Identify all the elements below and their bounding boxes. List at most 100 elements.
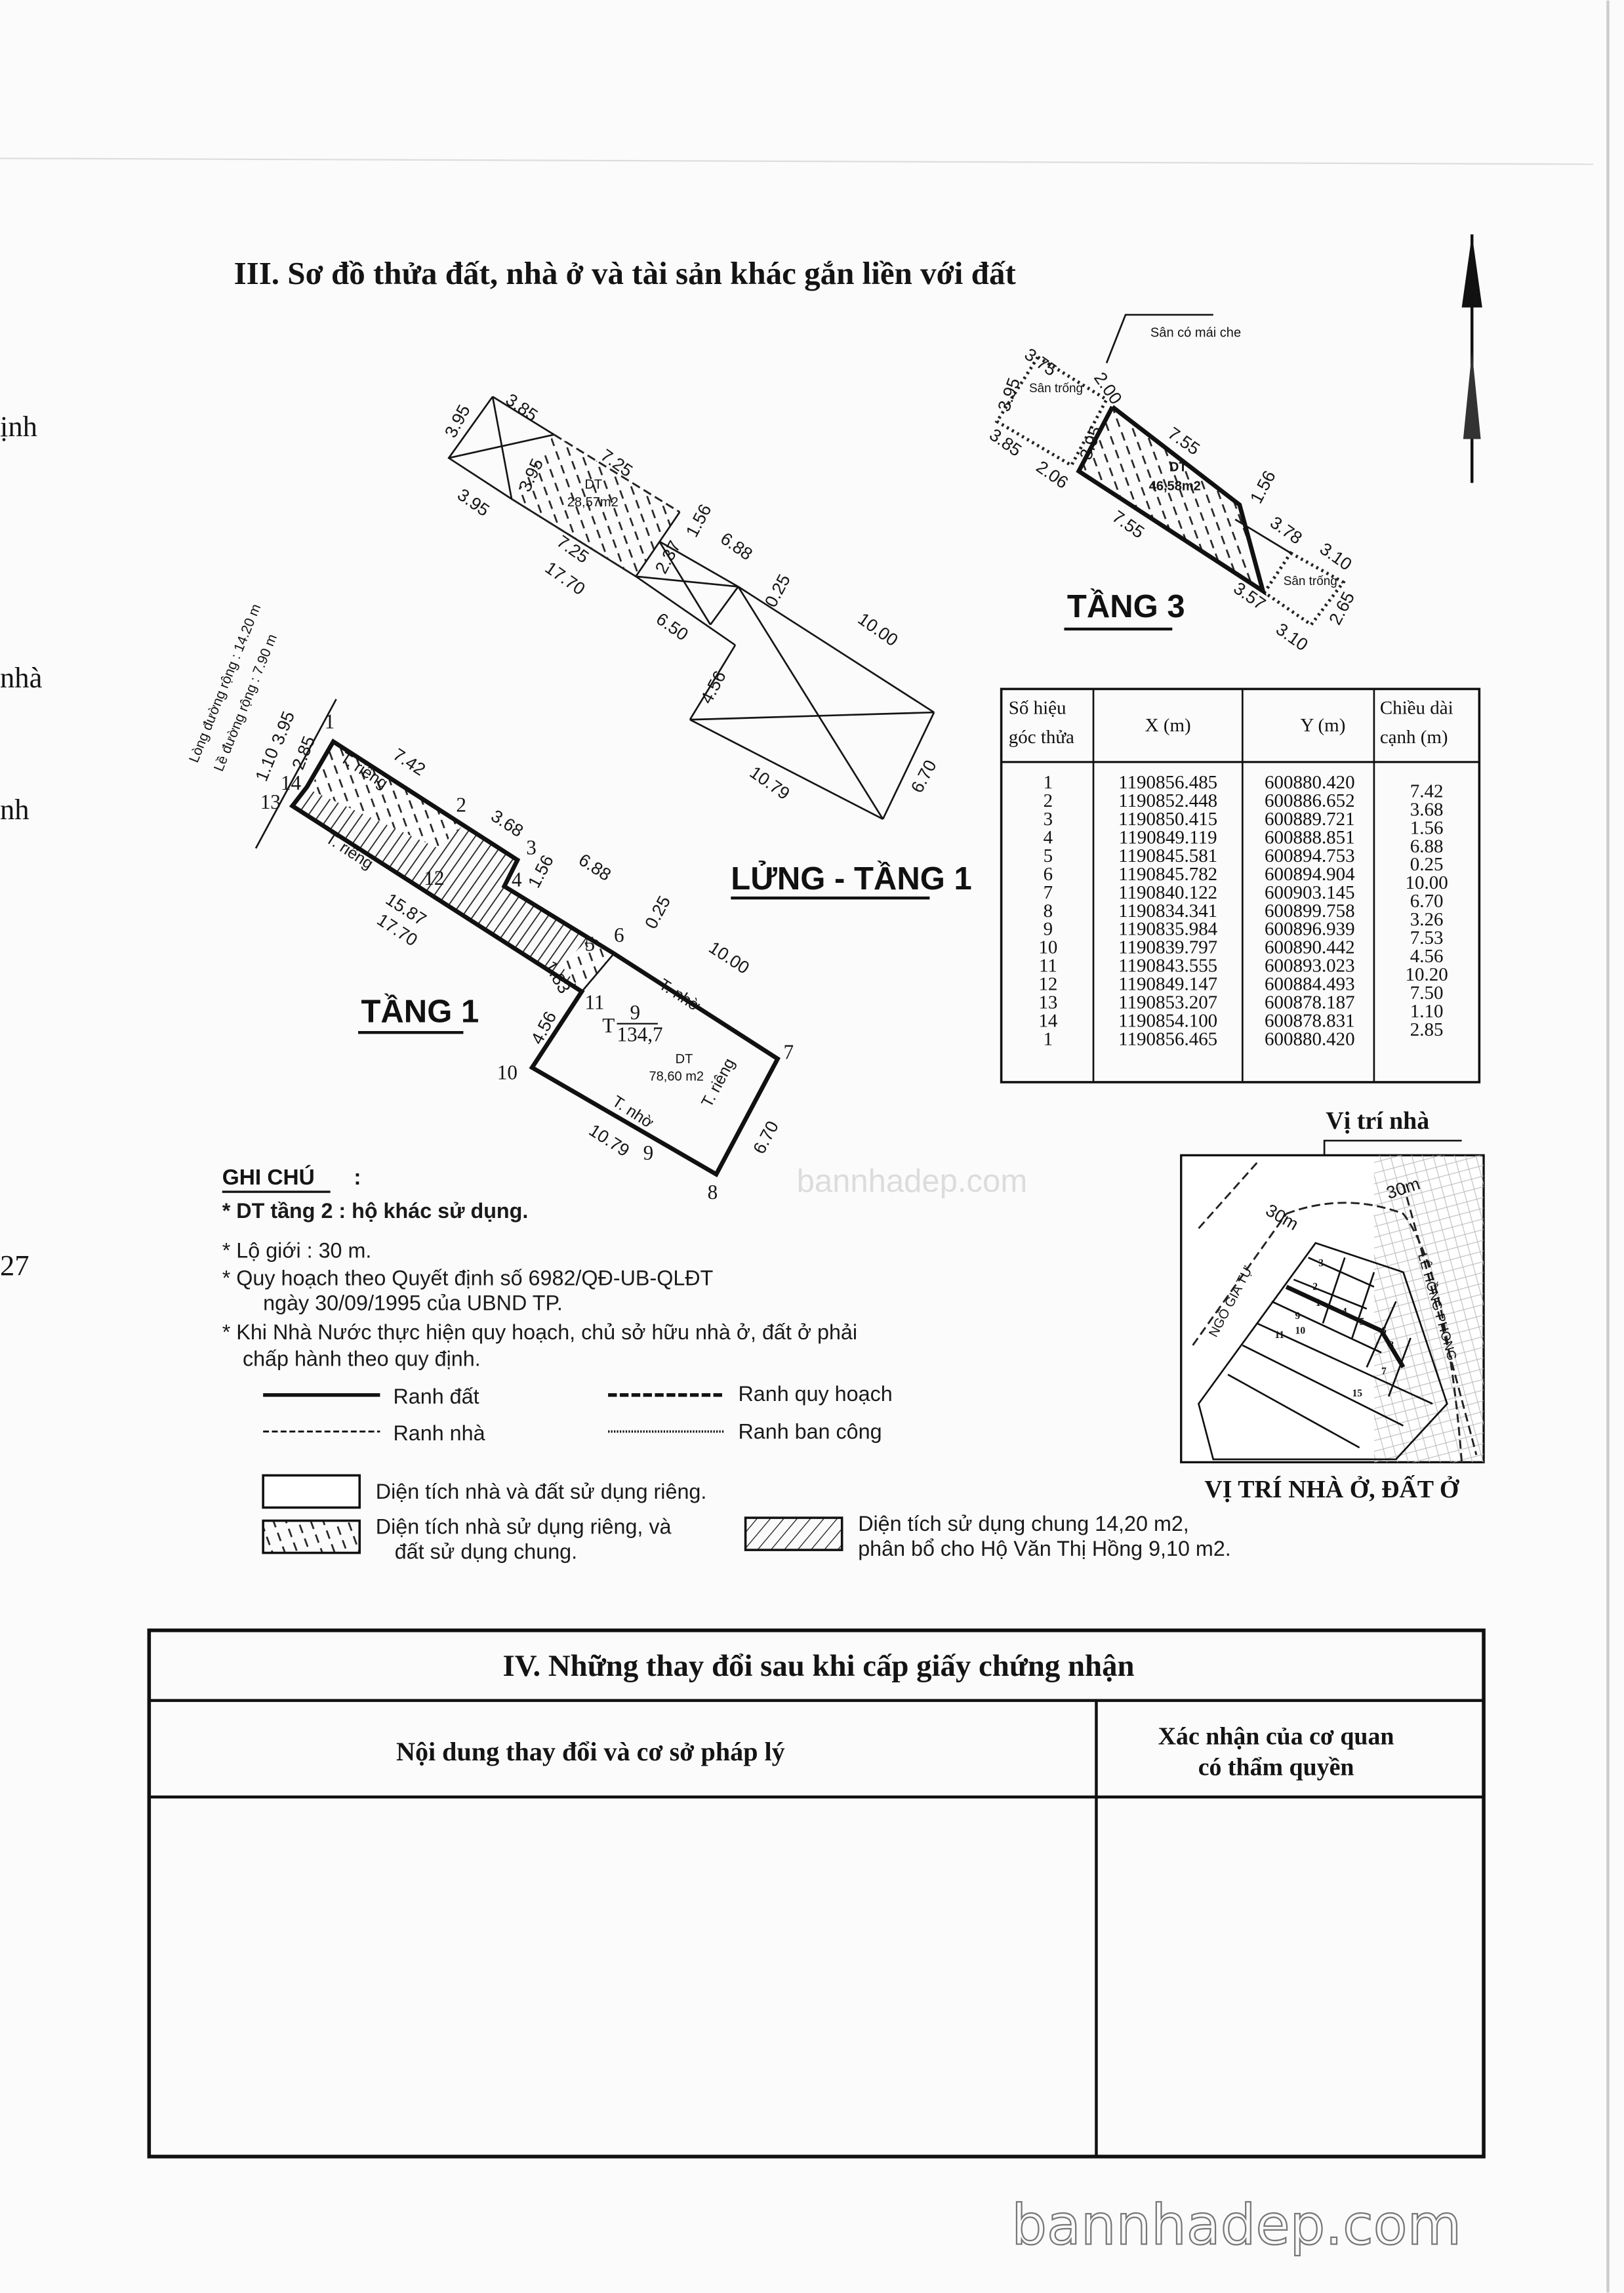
dimension-label: 6.88: [717, 529, 756, 564]
section-4-table: IV. Những thay đổi sau khi cấp giấy chứn…: [147, 1628, 1486, 2159]
note-item: * DT tầng 2 : hộ khác sử dụng.: [222, 1199, 529, 1223]
dimension-label: 1.10: [251, 745, 282, 784]
vertex-label: 12: [424, 866, 444, 889]
lot-number: 1: [1316, 1297, 1321, 1309]
x-coordinate: 1190849.147: [1118, 974, 1217, 995]
table-header: Số hiệu góc thửa: [1008, 696, 1074, 748]
legend-swatch-private-house-shared-land: [262, 1519, 361, 1554]
mezzanine-title: LỬNG - TẦNG 1: [731, 859, 971, 897]
coordinate-table: Số hiệu góc thửa X (m) Y (m) Chiều dài c…: [1000, 687, 1481, 1084]
y-coordinate: 600894.904: [1265, 864, 1355, 885]
notes-heading: GHI CHÚ: [222, 1165, 315, 1190]
north-arrow-icon: [1461, 234, 1482, 483]
dimension-label: 3.57: [1230, 578, 1269, 613]
x-coordinate: 1190845.782: [1118, 864, 1217, 885]
y-coordinate: 600889.721: [1265, 809, 1355, 830]
x-coordinate: 1190840.122: [1118, 882, 1217, 903]
corner-number: 7: [1044, 882, 1053, 903]
dimension-label: 3.10: [1272, 619, 1312, 655]
vertex-label: 13: [260, 790, 281, 813]
dimension-label: 1.56: [1246, 467, 1280, 506]
page-crease: [0, 157, 1594, 165]
y-coordinate: 600894.753: [1265, 845, 1355, 866]
note-item: ngày 30/09/1995 của UBND TP.: [263, 1291, 563, 1315]
wall-label: T. riêng: [699, 1055, 739, 1110]
y-coordinate: 600893.023: [1265, 956, 1355, 977]
edge-length: 1.10: [1410, 1001, 1444, 1022]
x-coordinate: 1190849.119: [1119, 827, 1217, 848]
certification-cell[interactable]: [1099, 1800, 1481, 2153]
area-label: DT: [1169, 460, 1187, 474]
edge-length: 10.00: [1406, 872, 1448, 893]
y-coordinate: 600880.420: [1265, 1029, 1355, 1050]
dimension-label: 3.68: [487, 806, 527, 842]
lot-number: 11: [1274, 1329, 1284, 1341]
note-item: * Lộ giới : 30 m.: [222, 1238, 372, 1262]
y-coordinate: 600886.652: [1265, 790, 1355, 811]
margin-fragment: ịnh: [0, 410, 37, 443]
edge-length: 4.56: [1410, 946, 1444, 967]
covered-yard-label: Sân có mái che: [1150, 325, 1241, 340]
watermark: bannhadep.com: [1011, 2193, 1461, 2258]
legend-label: Ranh nhà: [393, 1421, 485, 1445]
dimension-label: 7.42: [390, 744, 429, 780]
x-coordinate: 1190834.341: [1118, 901, 1217, 922]
x-coordinate: 1190856.485: [1118, 772, 1217, 793]
area-value: 46,58m2: [1149, 479, 1201, 493]
vertex-label: 9: [643, 1141, 654, 1164]
location-caption: VỊ TRÍ NHÀ Ở, ĐẤT Ở: [1204, 1475, 1459, 1503]
y-coordinate: 600896.939: [1265, 919, 1355, 940]
dimension-label: 6.50: [653, 609, 692, 644]
corner-number: 6: [1044, 864, 1053, 885]
dimension-label: 10.00: [705, 937, 752, 978]
legend-label: Ranh đất: [393, 1385, 479, 1408]
area-label: DT: [584, 477, 602, 492]
corner-number: 13: [1038, 992, 1057, 1013]
dimension-label: 3.95: [268, 708, 298, 747]
legend-swatch-private: [262, 1474, 361, 1509]
column-header-certification: có thẩm quyền: [1198, 1753, 1354, 1781]
floor-3-plan: Sân có mái che Sân trống Sân trống 3.75 …: [986, 314, 1358, 655]
vertex-label: 7: [784, 1040, 794, 1063]
y-coordinate: 600888.851: [1265, 827, 1355, 848]
dimension-label: 3.95: [441, 401, 474, 441]
changes-content-cell[interactable]: [152, 1800, 1093, 2153]
mezzanine-floor-plan: 3.95 3.85 7.25 3.95 3.95 7.25 17.70 1.56…: [441, 390, 972, 900]
edge-length: 2.85: [1410, 1019, 1444, 1040]
dimension-label: 3.85: [502, 390, 541, 425]
y-coordinate: 600899.758: [1265, 901, 1355, 922]
x-coordinate: 1190835.984: [1118, 919, 1218, 940]
vertex-label: 3: [526, 836, 537, 859]
lot-number: 7: [1381, 1366, 1387, 1377]
dimension-label: 10.79: [586, 1120, 633, 1161]
corner-number: 2: [1044, 790, 1053, 811]
floor-3-title: TẦNG 3: [1067, 588, 1185, 624]
area-value: 78,60 m2: [649, 1070, 704, 1084]
vertex-label: 5: [584, 932, 595, 955]
lot-number: 15: [1352, 1388, 1362, 1399]
table-header: Y (m): [1300, 715, 1345, 736]
table-header: X (m): [1145, 715, 1191, 736]
lot-number: 10: [1295, 1325, 1306, 1336]
edge-length: 3.68: [1410, 799, 1444, 820]
y-coordinate: 600890.442: [1265, 937, 1355, 958]
dimension-label: 3.95: [454, 485, 493, 520]
corner-number: 11: [1039, 956, 1057, 977]
corner-number: 1: [1044, 1029, 1053, 1050]
lot-number: 8: [1389, 1340, 1394, 1351]
margin-fragment: nh: [0, 793, 30, 826]
column-header-certification: Xác nhận của cơ quan: [1158, 1723, 1394, 1751]
column-header-changes: Nội dung thay đổi và cơ sở pháp lý: [396, 1737, 785, 1766]
note-item: * Khi Nhà Nước thực hiện quy hoạch, chủ …: [222, 1320, 857, 1344]
edge-length: 6.70: [1410, 891, 1444, 912]
x-coordinate: 1190850.415: [1118, 809, 1217, 830]
dimension-label: 6.70: [907, 757, 941, 796]
dimension-label: 1.56: [682, 501, 716, 540]
legend-label: Diện tích nhà và đất sử dụng riêng.: [376, 1480, 707, 1503]
house-location-label: Vị trí nhà: [1326, 1107, 1429, 1135]
dimension-label: 3.85: [986, 424, 1025, 460]
dimension-label: 0.25: [641, 893, 674, 932]
lot-number: 3: [1318, 1258, 1324, 1269]
edge-length: 7.53: [1410, 927, 1444, 948]
vertex-label: 6: [614, 923, 624, 946]
